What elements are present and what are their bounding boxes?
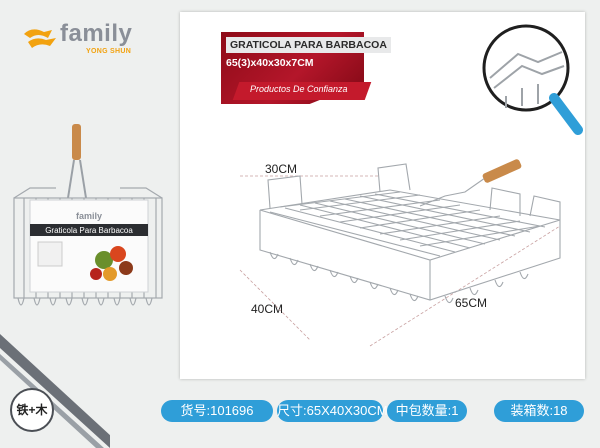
magnifier-detail	[482, 24, 583, 135]
inner-pack-pill: 中包数量:1	[387, 400, 467, 422]
brand-subtitle: YONG SHUN	[86, 48, 132, 55]
carton-qty-pill: 装箱数:18	[494, 400, 584, 422]
logo-mark-icon	[24, 29, 56, 48]
grill-basket	[259, 163, 561, 304]
brand-logo: family YONG SHUN	[22, 20, 162, 58]
food-image	[90, 246, 133, 281]
item-number-pill: 货号:101696	[161, 400, 273, 422]
product-size-code: 65(3)x40x30x7CM	[226, 57, 314, 69]
package-label: Graticola Para Barbacoa	[45, 226, 133, 235]
brand-name: family	[60, 20, 133, 47]
photo-handle	[72, 124, 81, 160]
grill-illustration	[239, 159, 561, 347]
package-brand: family	[76, 211, 102, 221]
size-pill: 尺寸:65X40X30CM	[277, 400, 388, 422]
tagline: Productos De Confianza	[250, 84, 348, 94]
dimension-lines	[239, 175, 561, 347]
magnifier-handle	[549, 93, 583, 135]
grill-handle	[482, 159, 522, 183]
material-badge: 铁+木	[10, 388, 54, 432]
dimension-depth: 40CM	[251, 302, 284, 316]
dimension-length: 65CM	[455, 296, 488, 310]
corner-stripe	[0, 334, 110, 448]
dimension-width: 30CM	[265, 162, 298, 176]
product-title: GRATICOLA PARA BARBACOA	[226, 37, 391, 53]
product-photo: Graticola Para Barbacoa family	[13, 124, 163, 306]
